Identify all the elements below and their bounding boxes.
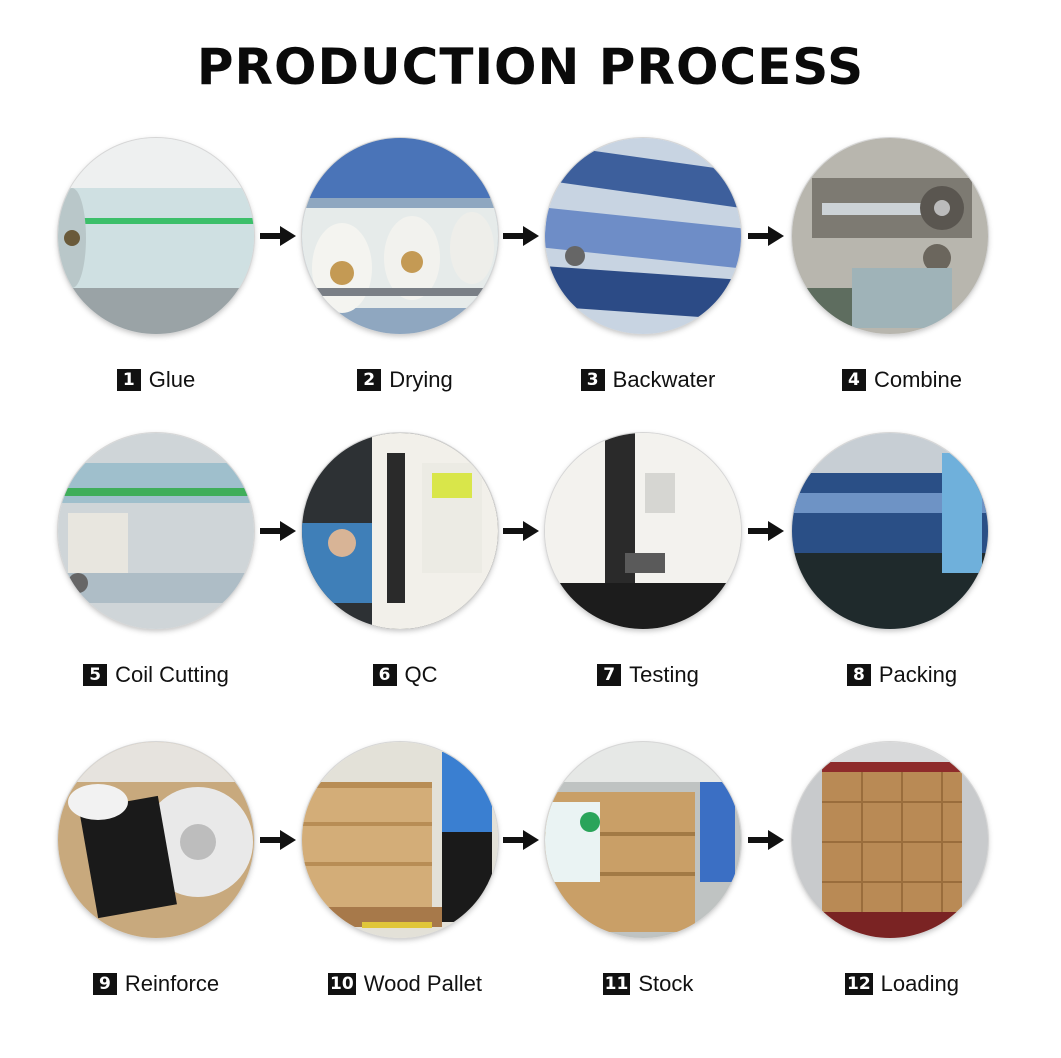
step-label-text: QC xyxy=(404,662,438,687)
step-8-label: 8 Packing xyxy=(787,660,1017,690)
step-9-label: 9 Reinforce xyxy=(41,969,271,999)
step-1-label: 1 Glue xyxy=(41,365,271,395)
page-title: PRODUCTION PROCESS xyxy=(196,38,865,96)
step-number-badge: 4 xyxy=(841,369,866,391)
arrow-right-icon xyxy=(503,226,539,246)
step-2-label: 2 Drying xyxy=(290,365,520,395)
step-4-photo xyxy=(792,138,988,334)
step-number-badge: 2 xyxy=(357,369,382,391)
step-label-text: Glue xyxy=(148,367,196,392)
step-number-badge: 9 xyxy=(92,973,117,995)
step-12-photo xyxy=(792,742,988,938)
step-3-label: 3 Backwater xyxy=(533,365,763,395)
step-6-photo xyxy=(302,433,498,629)
step-9-photo xyxy=(58,742,254,938)
step-5-photo xyxy=(58,433,254,629)
arrow-right-icon xyxy=(503,830,539,850)
step-7-label: 7 Testing xyxy=(533,660,763,690)
step-label-text: Wood Pallet xyxy=(363,971,482,996)
step-3-photo xyxy=(545,138,741,334)
step-number-badge: 11 xyxy=(602,973,631,995)
step-10-photo xyxy=(302,742,498,938)
step-number-badge: 3 xyxy=(580,369,605,391)
arrow-right-icon xyxy=(260,521,296,541)
arrow-right-icon xyxy=(748,226,784,246)
step-label-text: Loading xyxy=(880,971,959,996)
step-label-text: Coil Cutting xyxy=(115,662,229,687)
step-label-text: Testing xyxy=(629,662,699,687)
step-2-photo xyxy=(302,138,498,334)
step-label-text: Reinforce xyxy=(124,971,220,996)
step-number-badge: 8 xyxy=(846,664,871,686)
step-label-text: Drying xyxy=(389,367,453,392)
step-11-photo xyxy=(545,742,741,938)
arrow-right-icon xyxy=(748,521,784,541)
step-number-badge: 7 xyxy=(597,664,622,686)
step-label-text: Stock xyxy=(638,971,694,996)
step-number-badge: 12 xyxy=(845,973,873,995)
arrow-right-icon xyxy=(260,830,296,850)
step-number-badge: 1 xyxy=(116,369,141,391)
arrow-right-icon xyxy=(260,226,296,246)
step-8-photo xyxy=(792,433,988,629)
arrow-right-icon xyxy=(503,521,539,541)
step-5-label: 5 Coil Cutting xyxy=(41,660,271,690)
step-6-label: 6 QC xyxy=(290,660,520,690)
arrow-right-icon xyxy=(748,830,784,850)
step-label-text: Packing xyxy=(878,662,958,687)
step-1-photo xyxy=(58,138,254,334)
step-7-photo xyxy=(545,433,741,629)
step-12-label: 12 Loading xyxy=(787,969,1017,999)
step-11-label: 11 Stock xyxy=(533,969,763,999)
step-4-label: 4 Combine xyxy=(787,365,1017,395)
step-10-label: 10 Wood Pallet xyxy=(290,969,520,999)
step-label-text: Combine xyxy=(873,367,963,392)
step-label-text: Backwater xyxy=(612,367,716,392)
step-number-badge: 6 xyxy=(372,664,397,686)
step-number-badge: 10 xyxy=(328,973,356,995)
step-number-badge: 5 xyxy=(83,664,108,686)
